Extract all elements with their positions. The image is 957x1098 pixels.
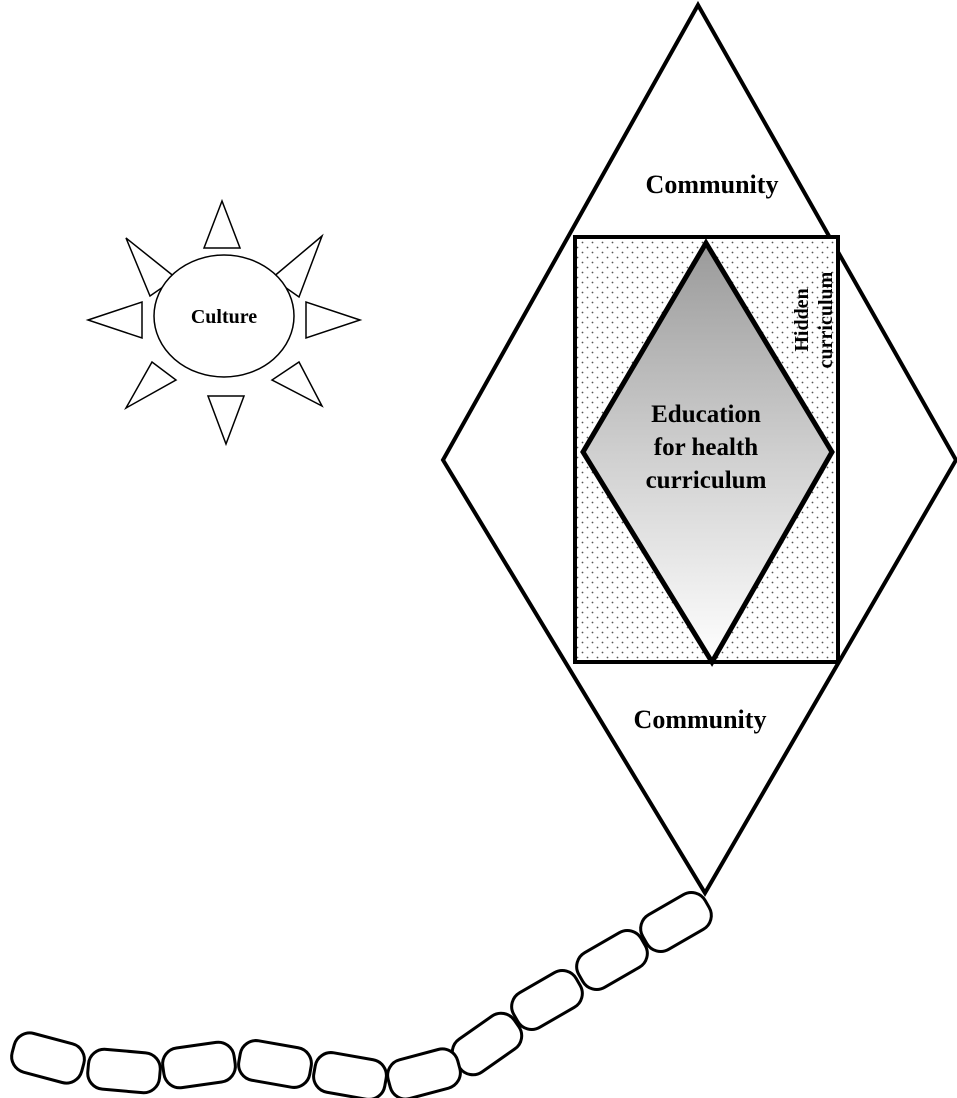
tail-segment <box>639 891 713 953</box>
hidden-label-line-1: Hidden <box>791 288 813 351</box>
culture-label: Culture <box>191 306 257 328</box>
sun-ray-right <box>305 300 363 340</box>
education-label-line-1: Education <box>651 401 761 428</box>
sun-ray-bottom-left <box>124 360 178 410</box>
tail-segment <box>10 1031 86 1085</box>
education-label: Education for health curriculum <box>646 401 767 494</box>
sun-circle <box>153 254 295 378</box>
tail-segment <box>575 929 649 991</box>
tail-segment <box>237 1039 313 1089</box>
tail-segment <box>86 1047 162 1095</box>
sun-ray-top <box>202 198 242 249</box>
tail-segment <box>386 1047 462 1098</box>
education-label-line-2: for health <box>654 434 758 461</box>
hidden-label-line-2: curriculum <box>815 271 837 368</box>
tail-segment <box>510 969 584 1031</box>
education-diamond <box>580 238 835 667</box>
community-top-label: Community <box>646 170 779 199</box>
community-bottom-label: Community <box>634 705 767 734</box>
education-label-line-3: curriculum <box>646 467 767 494</box>
sun-ray-left <box>85 300 143 340</box>
sun-rays <box>85 198 363 447</box>
tail-segment <box>161 1040 237 1090</box>
hidden-curriculum-label: Hidden curriculum <box>791 271 837 368</box>
kite: Community Community Hidden curriculum Ed… <box>440 0 957 897</box>
kite-tail <box>10 891 713 1098</box>
sun-ray-bottom-right <box>270 360 324 408</box>
tail-segment <box>312 1051 388 1098</box>
culture-sun: Culture <box>85 198 363 447</box>
sun-ray-bottom <box>206 395 246 447</box>
